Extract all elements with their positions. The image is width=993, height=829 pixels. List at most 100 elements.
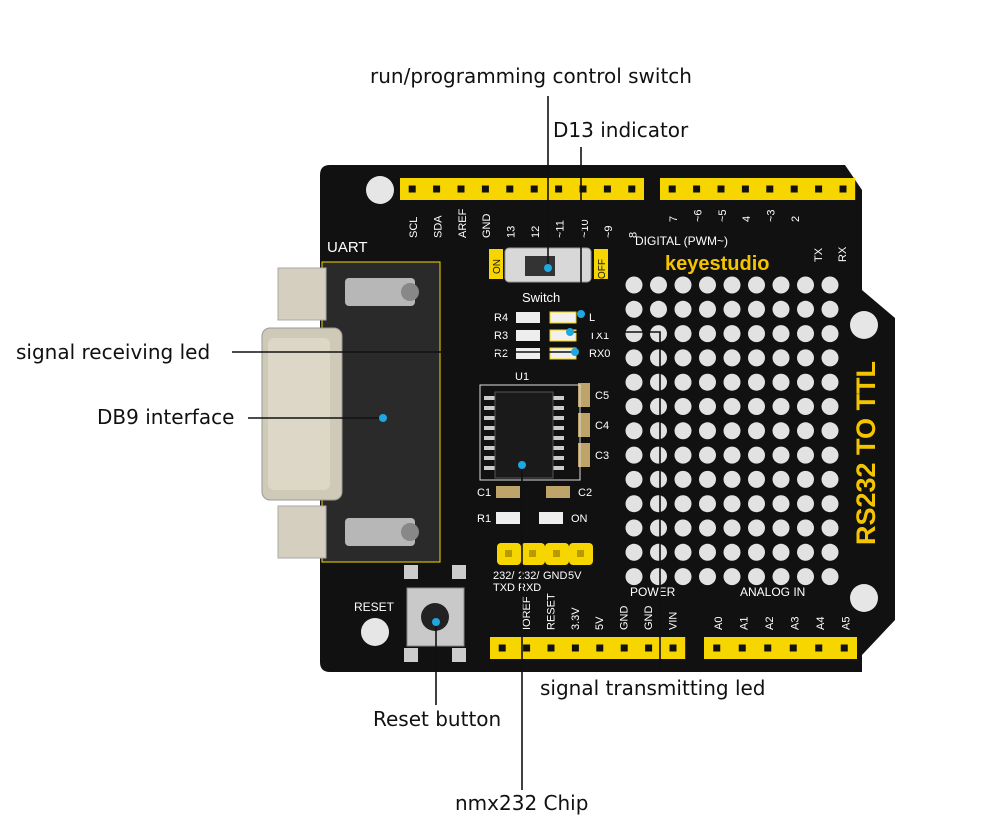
proto-hole (772, 568, 790, 586)
pin-label: 3.3V (570, 607, 582, 630)
digital-header-left (400, 178, 644, 200)
capacitor-part (578, 443, 590, 467)
proto-hole (797, 495, 814, 513)
pin-label: A5 (841, 617, 853, 630)
c1-part (496, 486, 520, 498)
reset-label: RESET (354, 600, 395, 614)
proto-hole (650, 276, 667, 294)
callout-rx-led: signal receiving led (16, 340, 211, 364)
proto-hole (625, 519, 643, 537)
proto-hole (625, 543, 643, 561)
pin-label: GND (481, 214, 493, 239)
proto-hole (772, 422, 790, 440)
proto-hole (723, 276, 741, 294)
chip-pin (484, 466, 496, 470)
callout-d13: D13 indicator (553, 118, 689, 142)
proto-hole (674, 446, 692, 464)
pin-label: ~3 (766, 209, 778, 222)
proto-hole (625, 568, 643, 586)
serial-pin-hole (505, 550, 512, 557)
header-pin (815, 644, 823, 652)
mount-hole (850, 311, 878, 339)
serial-pin-hole (553, 550, 560, 557)
chip-pin (552, 446, 564, 450)
proto-hole (650, 446, 667, 464)
proto-hole (821, 568, 839, 586)
header-pin (693, 185, 701, 193)
led-part (549, 311, 577, 324)
analog-header (704, 637, 857, 659)
proto-hole (674, 398, 692, 415)
proto-hole (699, 568, 716, 586)
proto-hole (650, 300, 667, 318)
pin-label: IOREF (521, 596, 533, 630)
analog-strip (704, 637, 857, 659)
tx-label: TX (813, 247, 825, 262)
proto-hole (797, 373, 814, 391)
serial-pin-hole (577, 550, 584, 557)
reset-button[interactable] (421, 603, 449, 631)
proto-hole (797, 446, 814, 464)
chip-pin (484, 436, 496, 440)
header-pin (790, 185, 798, 193)
proto-hole (625, 446, 643, 464)
header-pin (408, 185, 416, 193)
proto-hole (723, 495, 741, 513)
proto-hole (772, 276, 790, 294)
chip-pin (552, 436, 564, 440)
proto-hole (674, 300, 692, 318)
resistor-label: R3 (494, 330, 508, 342)
capacitor-label: C3 (595, 450, 609, 462)
header-pin (738, 644, 746, 652)
pin-label: VIN (667, 612, 679, 630)
board-title: RS232 TO TTL (851, 361, 881, 545)
pin-label: 8 (628, 232, 640, 238)
header-pin (620, 644, 628, 652)
reset-switch-leg (404, 565, 418, 579)
proto-hole (625, 470, 643, 488)
header-pin (628, 185, 636, 193)
pin-label: 4 (741, 216, 753, 222)
mount-hole (366, 176, 394, 204)
header-pin (547, 644, 555, 652)
mount-hole (361, 618, 389, 646)
switch-off-tab (594, 249, 608, 279)
u1-label: U1 (515, 371, 529, 383)
switch-label: Switch (522, 290, 560, 305)
pcb-board (320, 165, 895, 672)
proto-hole (625, 349, 643, 367)
pin-label: ~5 (717, 209, 729, 222)
pin-label: ~11 (554, 220, 566, 238)
proto-hole (674, 276, 692, 294)
serial-label: TXD (493, 582, 515, 594)
pin-label: SCL (408, 217, 420, 238)
proto-hole (723, 373, 741, 391)
header-pin (789, 644, 797, 652)
brand-label: keyestudio (665, 253, 769, 275)
proto-hole (625, 422, 643, 440)
proto-hole (748, 398, 765, 415)
proto-hole (772, 373, 790, 391)
header-pin (840, 644, 848, 652)
proto-hole (699, 446, 716, 464)
proto-hole (748, 495, 765, 513)
proto-hole (772, 398, 790, 415)
proto-hole (723, 349, 741, 367)
digital-left-strip (400, 178, 644, 200)
proto-hole (772, 300, 790, 318)
header-pin (669, 644, 677, 652)
marker-chip (518, 461, 526, 469)
proto-hole (748, 373, 765, 391)
chip-pin (484, 446, 496, 450)
proto-hole (650, 349, 667, 367)
serial-label: GND (543, 570, 568, 582)
proto-hole (821, 519, 839, 537)
pin-label: A1 (739, 617, 751, 630)
chip-pin (552, 466, 564, 470)
proto-hole (821, 276, 839, 294)
pin-label: ~9 (603, 225, 615, 238)
proto-hole (772, 349, 790, 367)
proto-hole (797, 422, 814, 440)
reset-switch-leg (452, 565, 466, 579)
proto-hole (748, 276, 765, 294)
